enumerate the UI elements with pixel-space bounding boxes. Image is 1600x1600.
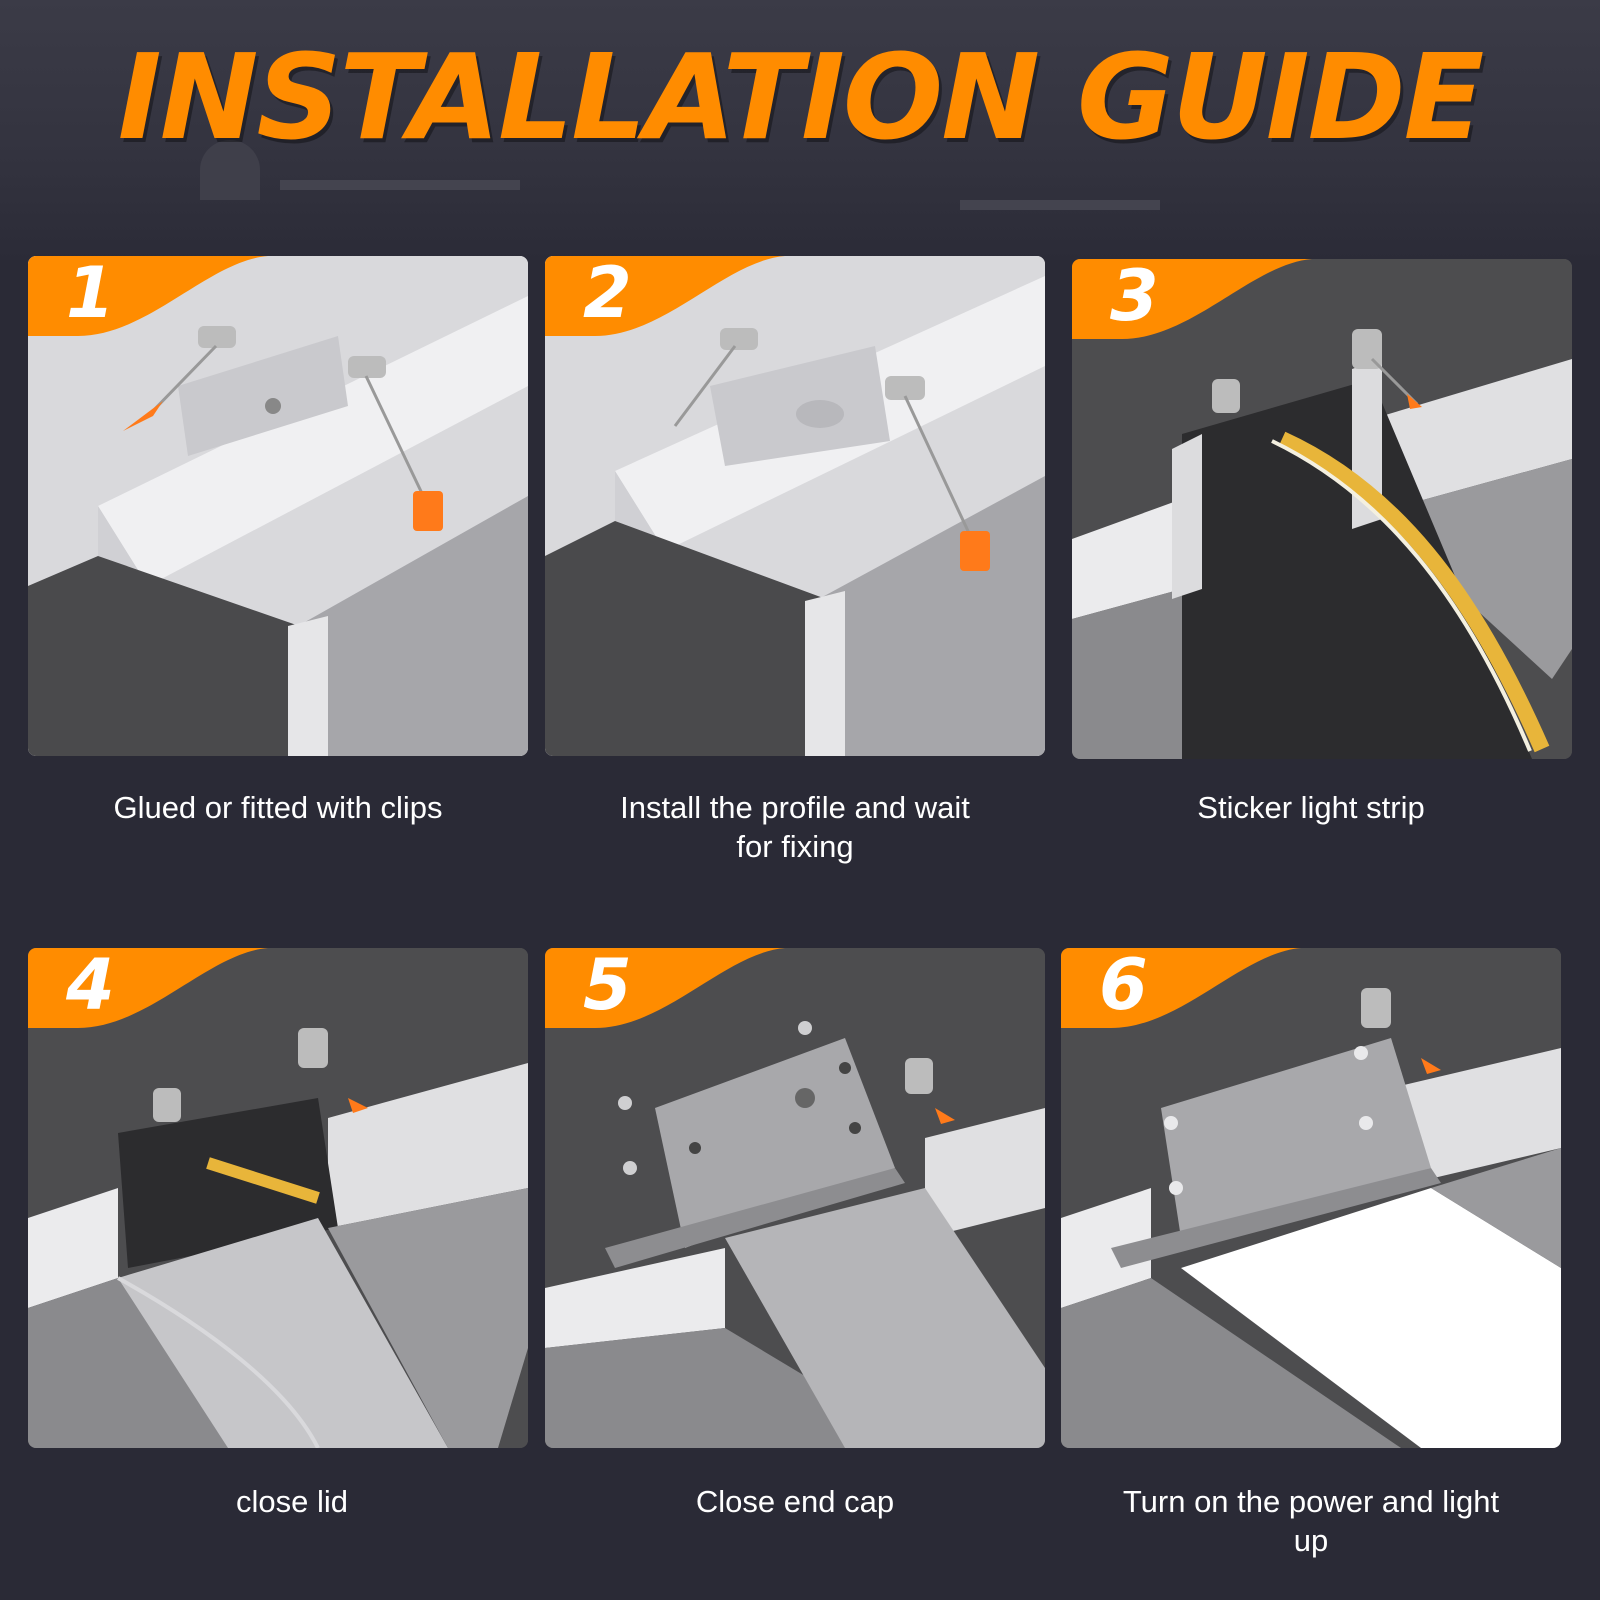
step-6-number: 6 (1099, 948, 1148, 1026)
step-3-caption: Sticker light strip (1197, 790, 1425, 825)
step-4-illustration (28, 948, 528, 1448)
step-1-badge: 1 (28, 256, 268, 336)
step-3-illustration (1072, 259, 1572, 759)
background-shelf (280, 180, 520, 190)
step-3-badge: 3 (1072, 259, 1312, 339)
step-3-number: 3 (1110, 259, 1159, 337)
step-1-illustration (28, 256, 528, 756)
step-5-panel: 5 (545, 948, 1045, 1448)
step-2-number: 2 (583, 256, 632, 334)
step-2-caption: Install the profile and wait for fixing (620, 790, 970, 864)
page-title: INSTALLATION GUIDE (117, 28, 1484, 166)
step-6-panel: 6 (1061, 948, 1561, 1448)
step-1-panel: 1 (28, 256, 528, 756)
step-2-badge: 2 (545, 256, 785, 336)
step-2-panel: 2 (545, 256, 1045, 756)
step-5-illustration (545, 948, 1045, 1448)
step-5-caption: Close end cap (695, 1484, 895, 1519)
step-1-number: 1 (66, 256, 115, 334)
background-kitchen (0, 0, 1600, 260)
step-6-badge: 6 (1061, 948, 1301, 1028)
step-5-badge: 5 (545, 948, 785, 1028)
step-6-caption: Turn on the power and light up (1122, 1484, 1500, 1558)
step-2-illustration (545, 256, 1045, 756)
step-4-badge: 4 (28, 948, 268, 1028)
step-3-panel: 3 (1072, 259, 1572, 759)
step-1-caption: Glued or fitted with clips (113, 790, 443, 825)
background-lamp (200, 140, 260, 200)
background-shelf (960, 200, 1160, 210)
step-6-illustration (1061, 948, 1561, 1448)
step-5-number: 5 (583, 948, 632, 1026)
step-4-caption: close lid (236, 1484, 348, 1519)
step-4-panel: 4 (28, 948, 528, 1448)
step-4-number: 4 (66, 948, 115, 1026)
